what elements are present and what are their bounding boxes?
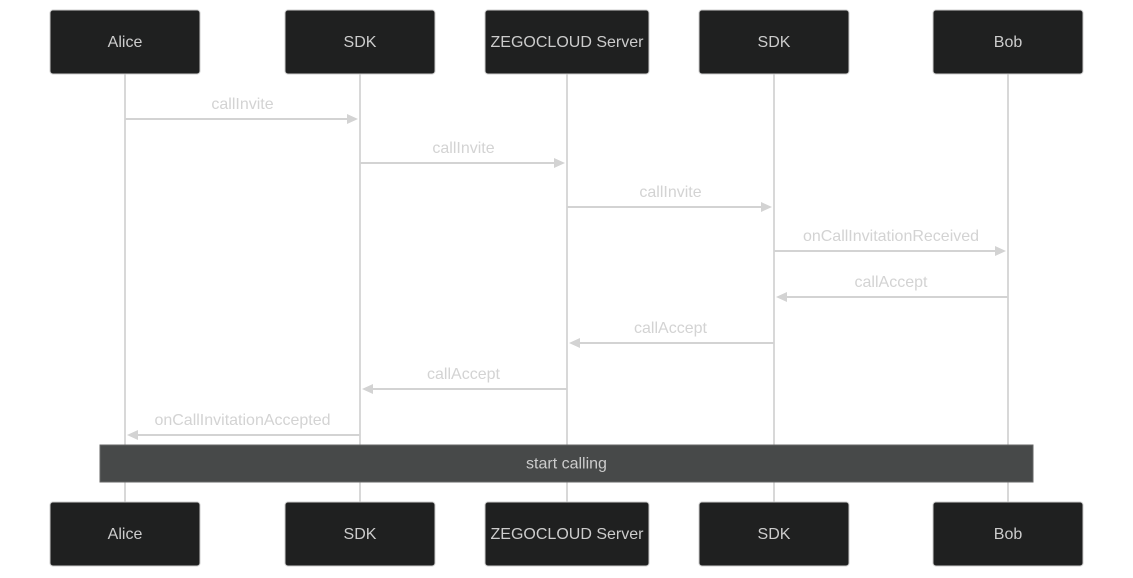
actor-label: SDK <box>758 526 791 543</box>
message-3: callInvite <box>567 184 772 212</box>
note-label: start calling <box>526 456 607 473</box>
note-box <box>99 444 1034 483</box>
actor-label: ZEGOCLOUD Server <box>491 526 645 543</box>
actor-box <box>698 501 850 567</box>
message-label: callAccept <box>427 366 500 383</box>
actor-box <box>932 9 1084 75</box>
actor-box <box>284 9 436 75</box>
actor-sdk1-bottom[interactable]: SDK <box>284 501 436 567</box>
actor-box <box>698 9 850 75</box>
note: start calling <box>99 444 1034 483</box>
actor-box <box>484 501 650 567</box>
actor-label: ZEGOCLOUD Server <box>491 34 645 51</box>
arrowhead-icon <box>347 114 358 124</box>
actor-label: Alice <box>108 526 143 543</box>
actor-box <box>932 501 1084 567</box>
actor-label: Bob <box>994 34 1023 51</box>
actor-alice-bottom[interactable]: Alice <box>49 501 201 567</box>
message-2: callInvite <box>360 140 565 168</box>
arrowhead-icon <box>554 158 565 168</box>
actor-bob-bottom[interactable]: Bob <box>932 501 1084 567</box>
message-label: callInvite <box>432 140 494 157</box>
message-1: callInvite <box>125 96 358 124</box>
actor-sdk2-top[interactable]: SDK <box>698 9 850 75</box>
actor-sdk1-top[interactable]: SDK <box>284 9 436 75</box>
actor-label: SDK <box>344 34 377 51</box>
actor-box <box>484 9 650 75</box>
message-label: callInvite <box>639 184 701 201</box>
actor-box <box>49 501 201 567</box>
actor-server-top[interactable]: ZEGOCLOUD Server <box>484 9 650 75</box>
actor-bob-top[interactable]: Bob <box>932 9 1084 75</box>
messages: callInvite callInvite callInvite onCallInvi… <box>125 96 1008 440</box>
lifelines <box>124 74 1009 502</box>
actor-sdk2-bottom[interactable]: SDK <box>698 501 850 567</box>
message-7: callAccept <box>362 366 567 394</box>
message-6: callAccept <box>569 320 774 348</box>
actor-box <box>284 501 436 567</box>
actor-label: Bob <box>994 526 1023 543</box>
arrowhead-icon <box>569 338 580 348</box>
arrowhead-icon <box>995 246 1006 256</box>
arrowhead-icon <box>127 430 138 440</box>
actor-alice-top[interactable]: Alice <box>49 9 201 75</box>
message-label: onCallInvitationReceived <box>803 228 979 245</box>
message-4: onCallInvitationReceived <box>774 228 1006 256</box>
message-label: callInvite <box>211 96 273 113</box>
arrowhead-icon <box>362 384 373 394</box>
actor-label: Alice <box>108 34 143 51</box>
message-5: callAccept <box>776 274 1008 302</box>
message-label: callAccept <box>634 320 707 337</box>
actor-server-bottom[interactable]: ZEGOCLOUD Server <box>484 501 650 567</box>
actors-bottom: Alice SDK ZEGOCLOUD Server SDK Bob <box>49 501 1084 567</box>
actor-box <box>49 9 201 75</box>
message-label: callAccept <box>855 274 928 291</box>
arrowhead-icon <box>776 292 787 302</box>
actor-label: SDK <box>758 34 791 51</box>
actors-top: Alice SDK ZEGOCLOUD Server SDK Bob <box>49 9 1084 75</box>
message-8: onCallInvitationAccepted <box>127 412 360 440</box>
actor-label: SDK <box>344 526 377 543</box>
message-label: onCallInvitationAccepted <box>154 412 330 429</box>
arrowhead-icon <box>761 202 772 212</box>
